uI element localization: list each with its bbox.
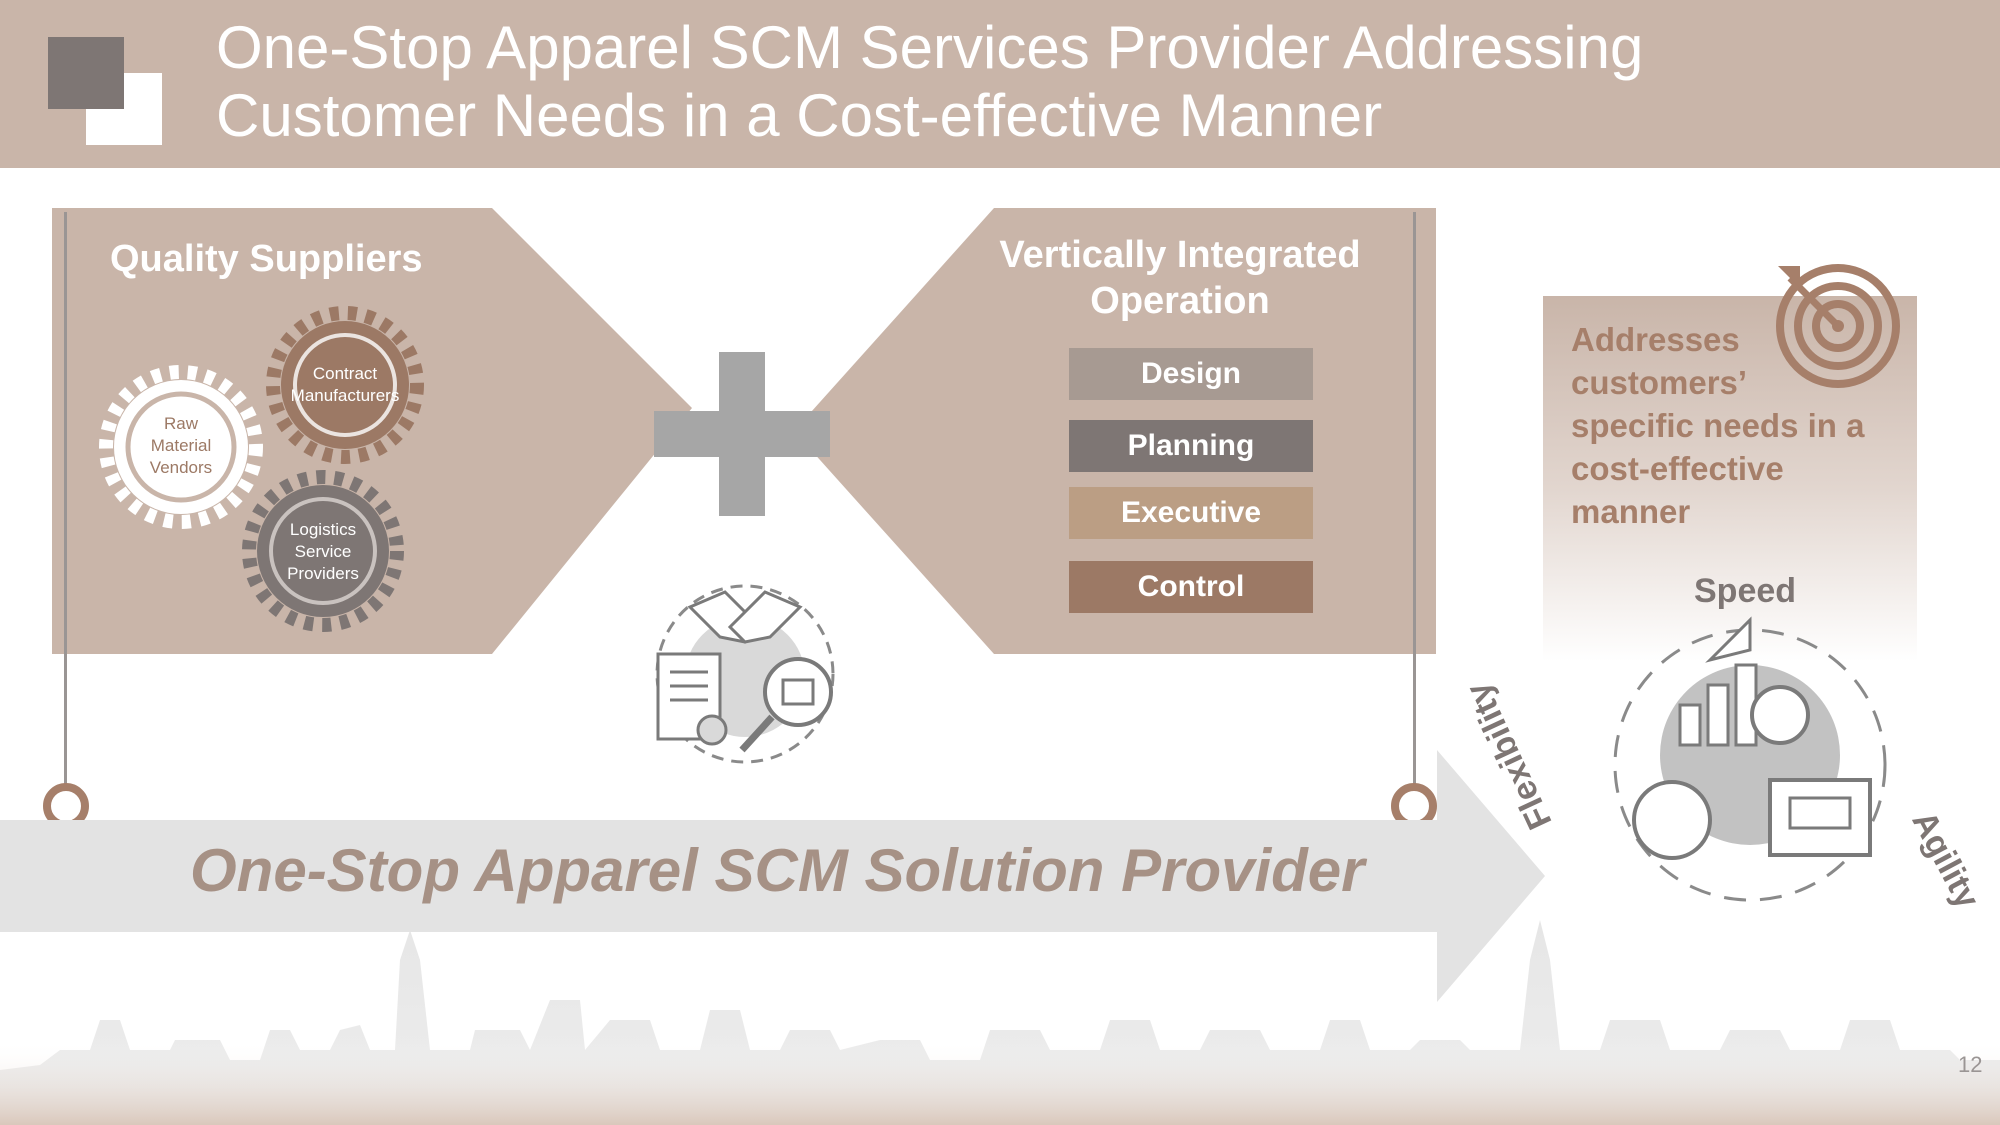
- contract-manufacturers-gear: [266, 306, 424, 464]
- raw-material-label: Raw Material Vendors: [111, 413, 251, 479]
- outcome-text: Addresses customers’ specific needs in a…: [1571, 318, 1871, 533]
- step-label: Control: [1137, 570, 1245, 603]
- step-control: Control: [1069, 561, 1313, 613]
- step-executive: Executive: [1069, 487, 1313, 539]
- quality-suppliers-title: Quality Suppliers: [110, 238, 423, 280]
- gear-label-line: Service: [294, 542, 352, 561]
- gear-label-line: Logistics: [289, 520, 357, 539]
- raw-material-gear: [99, 365, 263, 529]
- solution-banner-arrow: [0, 750, 1545, 1002]
- handshake-contract-icon: [655, 584, 835, 764]
- logo-square-dark: [48, 37, 124, 109]
- step-label: Planning: [1127, 429, 1255, 462]
- agility-label: Agility: [1904, 805, 1987, 915]
- supplier-gears: [99, 306, 424, 632]
- outcome-text-line: specific needs in a: [1571, 407, 1865, 444]
- title-line-1: One-Stop Apparel SCM Services Provider A…: [216, 14, 1644, 81]
- title-line-2: Customer Needs in a Cost-effective Manne…: [216, 82, 1383, 149]
- vertical-operation-title-line-2: Operation: [1090, 280, 1270, 322]
- gear-label-line: Raw: [163, 414, 198, 433]
- right-vertical-line: [1413, 212, 1416, 792]
- step-design: Design: [1069, 348, 1313, 400]
- step-planning: Planning: [1069, 420, 1313, 472]
- logistics-label: Logistics Service Providers: [253, 519, 393, 585]
- gear-label-line: Vendors: [149, 458, 213, 477]
- outcome-text-line: customers’: [1571, 364, 1748, 401]
- plus-icon: [654, 352, 830, 516]
- outcome-text-line: cost-effective: [1571, 450, 1784, 487]
- page-title: One-Stop Apparel SCM Services Provider A…: [216, 14, 1916, 150]
- left-vertical-line: [64, 212, 67, 792]
- step-label: Executive: [1120, 496, 1262, 529]
- speed-label: Speed: [1694, 572, 1797, 610]
- target-icon: [1776, 264, 1900, 388]
- logistics-gear: [242, 470, 404, 632]
- gear-label-line: Material: [150, 436, 212, 455]
- header-bar: [0, 0, 2000, 168]
- skyline-background: [0, 920, 2000, 1125]
- vertical-operation-title-line-1: Vertically Integrated: [999, 234, 1361, 276]
- outcome-text-line: manner: [1571, 493, 1691, 530]
- solution-banner-text: One-Stop Apparel SCM Solution Provider: [190, 837, 1365, 904]
- vertical-operation-title: Vertically Integrated Operation: [980, 232, 1380, 324]
- step-label: Design: [1140, 357, 1242, 390]
- gear-label-line: Providers: [287, 564, 359, 583]
- gear-label-line: Contract: [312, 364, 378, 383]
- speed-growth-icon: [1613, 616, 1887, 902]
- gear-label-line: Manufacturers: [290, 386, 400, 405]
- outcome-text-line: Addresses: [1571, 321, 1740, 358]
- contract-manufacturers-label: Contract Manufacturers: [270, 363, 420, 407]
- page-number: 12: [1958, 1052, 1983, 1077]
